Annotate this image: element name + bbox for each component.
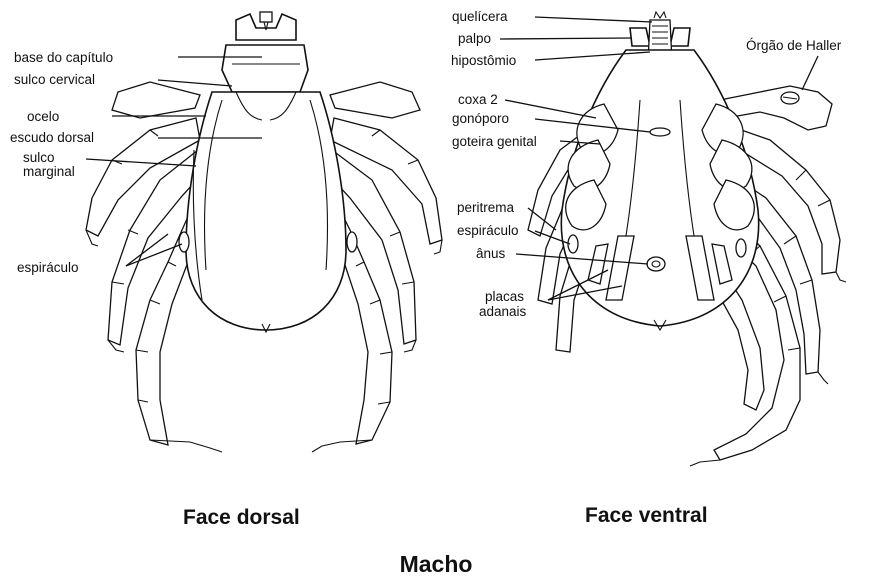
label-placas-adanais-line1: placas <box>485 289 524 304</box>
label-quelicera: quelícera <box>452 9 508 24</box>
dorsal-capitulum <box>222 12 308 92</box>
label-gonoporo: gonóporo <box>452 111 509 126</box>
label-sulco-cervical: sulco cervical <box>14 72 95 87</box>
label-ocelo: ocelo <box>27 109 59 124</box>
dorsal-scutum <box>179 92 357 332</box>
ventral-tick-drawing <box>528 12 846 466</box>
label-orgao-de-haller: Órgão de Haller <box>746 38 842 53</box>
label-espiraculo-dorsal: espiráculo <box>17 260 79 275</box>
label-sulco-marginal-line2: marginal <box>23 164 75 179</box>
label-escudo-dorsal: escudo dorsal <box>10 130 94 145</box>
label-espiraculo-ventral: espiráculo <box>457 223 519 238</box>
label-goteira-genital: goteira genital <box>452 134 537 149</box>
dorsal-tick-drawing <box>86 12 442 452</box>
caption-face-ventral: Face ventral <box>585 504 708 527</box>
label-peritrema: peritrema <box>457 200 515 215</box>
caption-face-dorsal: Face dorsal <box>183 506 300 529</box>
label-base-do-capitulo: base do capítulo <box>14 50 113 65</box>
label-placas-adanais-line2: adanais <box>479 304 527 319</box>
label-hipostomio: hipostômio <box>451 53 516 68</box>
label-sulco-marginal-line1: sulco <box>23 150 55 165</box>
ventral-body <box>561 50 758 330</box>
label-coxa-2: coxa 2 <box>458 92 498 107</box>
label-palpo: palpo <box>458 31 491 46</box>
label-anus: ânus <box>476 246 506 261</box>
figure-title-macho: Macho <box>400 551 473 577</box>
